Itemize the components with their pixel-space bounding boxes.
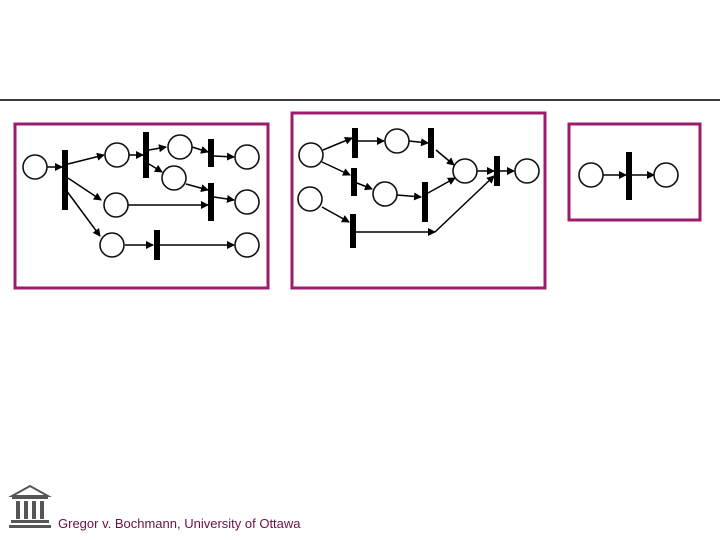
arc — [322, 136, 353, 151]
place — [298, 142, 324, 168]
arc — [148, 144, 167, 153]
place — [103, 192, 129, 218]
place — [384, 128, 410, 154]
place — [452, 158, 478, 184]
petri-net-left — [13, 122, 270, 290]
place — [372, 181, 398, 207]
place — [234, 144, 260, 170]
transition — [62, 150, 68, 210]
place — [514, 158, 540, 184]
arc — [427, 177, 456, 194]
arc — [435, 149, 455, 166]
arc — [65, 189, 101, 237]
place — [167, 134, 193, 160]
arc — [185, 183, 209, 193]
arc — [434, 175, 495, 233]
net-frame-left — [13, 122, 270, 290]
arc — [148, 163, 163, 173]
place — [161, 165, 187, 191]
arc — [408, 138, 429, 147]
place — [653, 162, 679, 188]
transition — [352, 128, 358, 158]
university-building-icon — [8, 484, 52, 528]
arc — [213, 152, 235, 161]
petri-net-right — [567, 122, 702, 222]
arc — [396, 192, 422, 201]
arc — [321, 206, 350, 223]
transition — [208, 183, 214, 221]
place — [234, 232, 260, 258]
transition — [154, 230, 160, 260]
arc — [213, 195, 235, 203]
arc — [356, 182, 373, 191]
transition — [143, 132, 149, 178]
transition — [428, 128, 434, 158]
transition — [626, 152, 632, 200]
place — [297, 186, 323, 212]
place — [578, 162, 604, 188]
net-frame-right — [567, 122, 702, 222]
transition — [494, 156, 500, 186]
place — [22, 154, 48, 180]
place — [234, 189, 260, 215]
arc — [321, 161, 351, 176]
petri-net-middle — [290, 111, 547, 290]
transition — [351, 168, 357, 196]
header-divider — [0, 99, 720, 101]
transition — [422, 182, 428, 222]
place — [104, 142, 130, 168]
arc — [191, 146, 209, 154]
place — [99, 232, 125, 258]
net-frame-middle — [290, 111, 547, 290]
transition — [350, 214, 356, 248]
footer-credit: Gregor v. Bochmann, University of Ottawa — [58, 516, 301, 531]
transition — [208, 139, 214, 167]
arc — [67, 177, 102, 201]
arc — [67, 152, 105, 165]
